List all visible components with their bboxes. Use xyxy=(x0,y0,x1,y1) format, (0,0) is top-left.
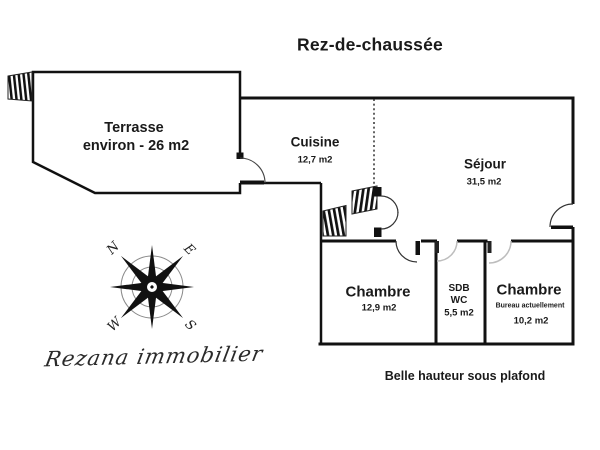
chambre2-area-label: 10,2 m2 xyxy=(513,315,549,327)
cuisine-room-label: Cuisine xyxy=(290,134,340,150)
chambre1-area-label: 12,9 m2 xyxy=(361,302,397,314)
sejour-entry-door xyxy=(549,203,574,229)
sdb-room-label: SDB xyxy=(448,283,470,294)
sejour-room-label: Séjour xyxy=(463,156,507,172)
stairs-icon xyxy=(322,185,378,237)
sdb-door xyxy=(435,240,458,262)
compass-west-label: W xyxy=(105,314,126,335)
interior-walls xyxy=(321,239,573,344)
cuisine-area-label: 12,7 m2 xyxy=(297,154,333,166)
sejour-area-label: 31,5 m2 xyxy=(466,176,502,188)
terrace-door xyxy=(236,152,266,185)
page-title: Rez-de-chaussée xyxy=(297,34,443,55)
compass-north-label: N xyxy=(103,239,123,259)
chambre1-room-label: Chambre xyxy=(345,283,411,301)
wc-room-label: WC xyxy=(450,295,468,306)
terrasse-area-label: environ - 26 m2 xyxy=(82,137,190,154)
footnote-text: Belle hauteur sous plafond xyxy=(384,368,546,383)
chambre2-door xyxy=(487,240,512,264)
compass-east-label: E xyxy=(180,241,198,259)
terrace-walls xyxy=(31,70,242,195)
agency-signature: Rezana immobilier xyxy=(42,341,266,372)
terrasse-room-label: Terrasse xyxy=(104,119,164,136)
chambre1-door xyxy=(395,240,420,263)
chambre2-note-label: Bureau actuellement xyxy=(495,302,565,310)
compass-south-label: S xyxy=(181,317,198,334)
chambre2-room-label: Chambre xyxy=(496,281,562,299)
hall-sejour-double-door xyxy=(374,187,399,237)
building-exterior-walls xyxy=(240,96,575,346)
sdb-area-label: 5,5 m2 xyxy=(444,307,474,319)
terrace-awning-icon xyxy=(7,71,33,102)
